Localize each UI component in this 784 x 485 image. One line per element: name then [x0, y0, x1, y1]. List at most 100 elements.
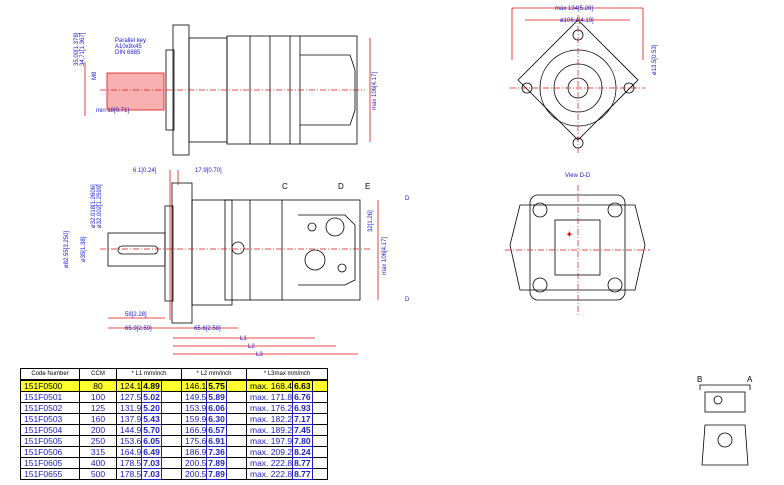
dimensions-table: Code Number CCM * L1 mm/inch * L2 mm/inc… [20, 368, 328, 480]
front-view: max 134[5.28] ø106.4[4.19] ø13.5[0.53] [510, 6, 658, 155]
l1-inch: 6.05 [141, 435, 162, 447]
l3-inch: 6.93 [292, 402, 313, 414]
section-mark-top: D [405, 196, 410, 202]
code-cell: 151F0504 [20, 424, 80, 436]
logo-mark: ✦ [566, 230, 573, 239]
l3-inch: 6.63 [292, 380, 313, 392]
l2-inch: 6.30 [206, 413, 227, 425]
l3-mm: max. 168.4 [250, 381, 293, 391]
l3-inch: 8.77 [292, 457, 313, 469]
table-header: Code Number CCM * L1 mm/inch * L2 mm/inc… [20, 368, 328, 381]
dim-shaft-height: 35,00[1.378] [74, 32, 80, 66]
l2-mm: 175.6 [185, 436, 207, 446]
dim-max-height-side: max 106[4.17] [382, 237, 388, 275]
port-d-label: D [338, 182, 344, 191]
l2-inch: 6.91 [206, 435, 227, 447]
l2-mm: 200.5 [185, 469, 207, 479]
key-note-3: DIN 6885 [115, 50, 141, 56]
dim-bolt-circle: ø106.4[4.19] [560, 18, 594, 24]
ccm-cell: 80 [79, 379, 117, 392]
l2-label: L2 [248, 344, 255, 350]
l3-mm: max. 222.8 [250, 458, 293, 468]
l1-mm: 178.5 [120, 469, 142, 479]
l1-inch: 5.43 [141, 413, 162, 425]
l2-mm: 200.5 [185, 458, 207, 468]
dim-shaft-total: 65.9[2.59] [125, 326, 152, 332]
col-ccm: CCM [79, 368, 117, 381]
l2-inch: 6.57 [206, 424, 227, 436]
top-view: min 18[0.71] Parallel key A10x8x45 DIN 6… [74, 24, 378, 156]
dim-max-width: max 134[5.28] [555, 6, 593, 12]
dim-thread: M8 [92, 71, 98, 80]
code-cell: 151F0500 [20, 379, 80, 392]
dim-shaft-dia-3: ø35[1.38] [81, 236, 87, 262]
port-b-label: B [697, 375, 702, 384]
l2-inch: 5.89 [206, 391, 227, 403]
l3-inch: 7.17 [292, 413, 313, 425]
l2-inch: 7.36 [206, 446, 227, 458]
key-note-1: Parallel key [115, 38, 146, 44]
l3-mm: max. 176.2 [250, 403, 293, 413]
l3-mm: max. 189.2 [250, 425, 293, 435]
l2-mm: 159.9 [185, 414, 207, 424]
l1-inch: 5.02 [141, 391, 162, 403]
l1-inch: 6.49 [141, 446, 162, 458]
ccm-cell: 500 [79, 468, 117, 480]
code-cell: 151F0502 [20, 402, 80, 414]
l1-mm: 164.9 [120, 447, 142, 457]
section-mark-bottom: D [405, 297, 410, 303]
dim-min-length: min 18[0.71] [96, 108, 129, 114]
l3-inch: 7.45 [292, 424, 313, 436]
l1-mm: 137.9 [120, 414, 142, 424]
l2-mm: 186.9 [185, 447, 207, 457]
dim-shaft-dia-1: ø32.018[1.2606] [91, 184, 97, 228]
ccm-cell: 315 [79, 446, 117, 458]
l1-mm: 124.1 [120, 381, 142, 391]
side-view: 6.1[0.24] 17.9[0.70] 58[2.28] 65.9[2.59]… [64, 168, 410, 358]
l2-inch: 5.75 [206, 380, 227, 392]
l2-mm: 146.1 [185, 381, 207, 391]
l1-inch: 4.89 [141, 380, 162, 392]
l3-inch: 8.24 [292, 446, 313, 458]
key-note-2: A10x8x45 [115, 44, 142, 50]
dim-port-c: 65.6[2.58] [194, 326, 221, 332]
code-cell: 151F0505 [20, 435, 80, 447]
ccm-cell: 200 [79, 424, 117, 436]
l3-mm: max. 197.9 [250, 436, 293, 446]
code-cell: 151F0655 [20, 468, 80, 480]
code-cell: 151F0503 [20, 413, 80, 425]
l2-mm: 166.9 [185, 425, 207, 435]
dim-shaft-dia-2: ø32.002[1.2599] [97, 184, 103, 228]
rear-view-title: View D-D [565, 173, 591, 179]
